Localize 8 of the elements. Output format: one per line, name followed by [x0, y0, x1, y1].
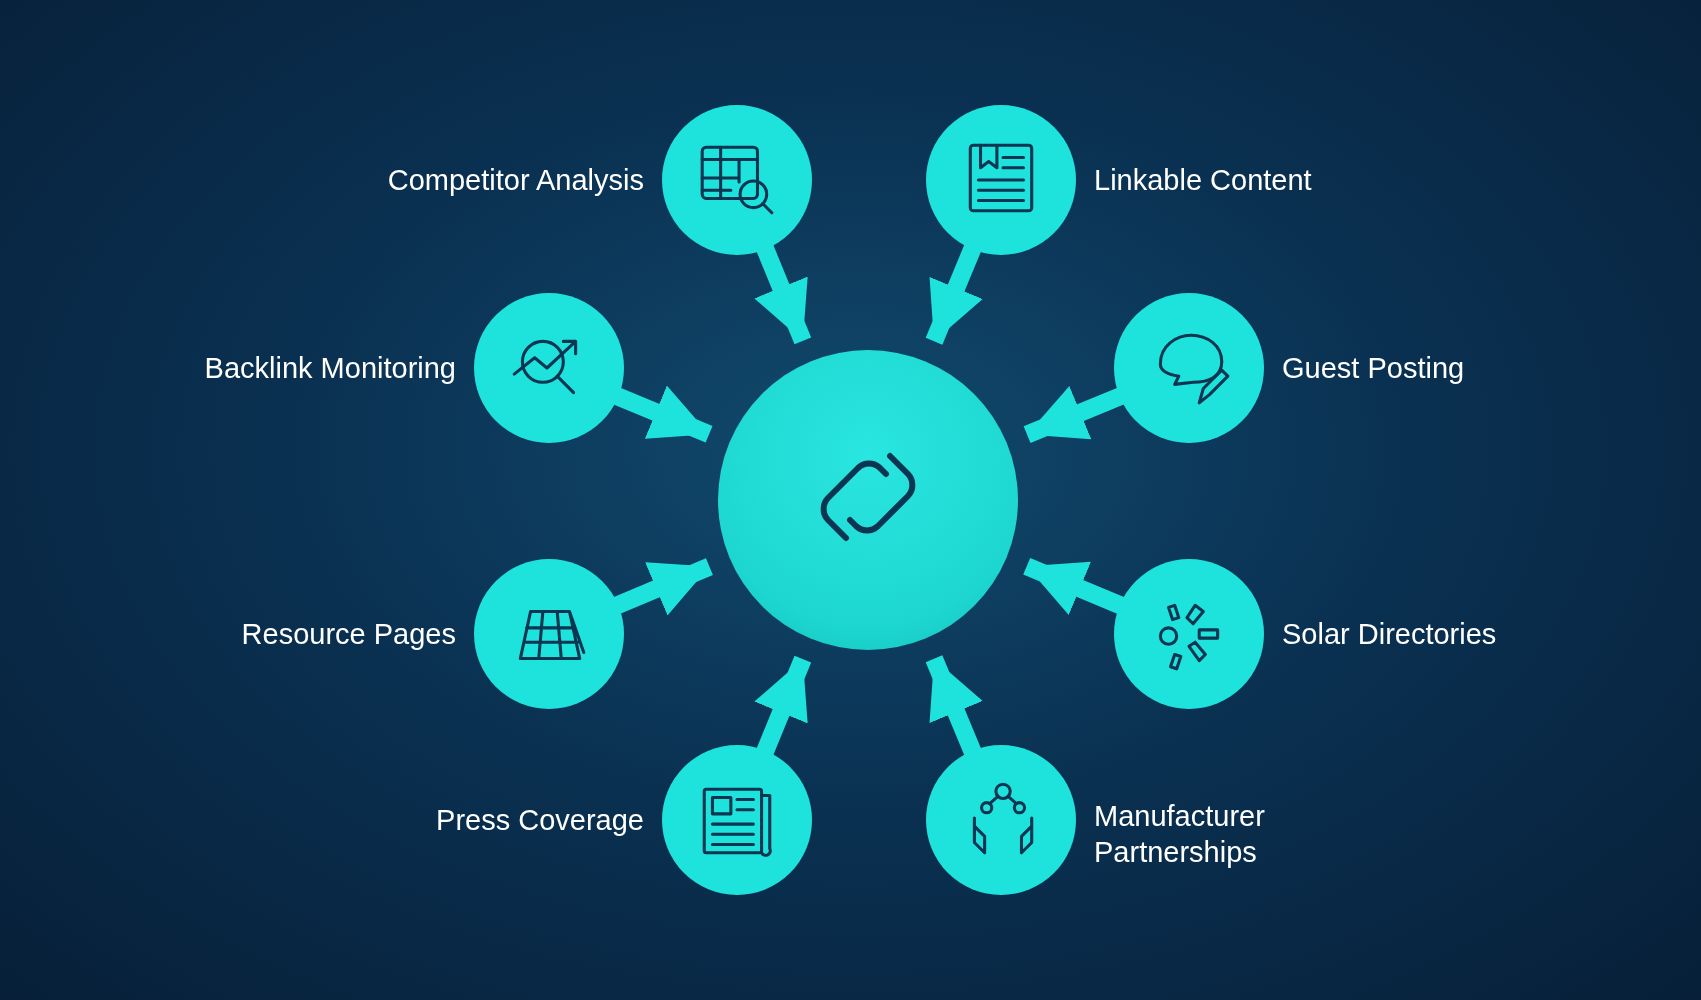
node-label: Manufacturer Partnerships [1094, 799, 1266, 871]
node-label: Solar Directories [1282, 617, 1497, 652]
node-label: Competitor Analysis [387, 163, 644, 198]
node-label: Linkable Content [1094, 163, 1312, 198]
node-label: Guest Posting [1282, 351, 1465, 386]
node-label: Resource Pages [241, 617, 456, 652]
node-label: Press Coverage [436, 803, 644, 838]
node-label: Backlink Monitoring [204, 351, 456, 386]
